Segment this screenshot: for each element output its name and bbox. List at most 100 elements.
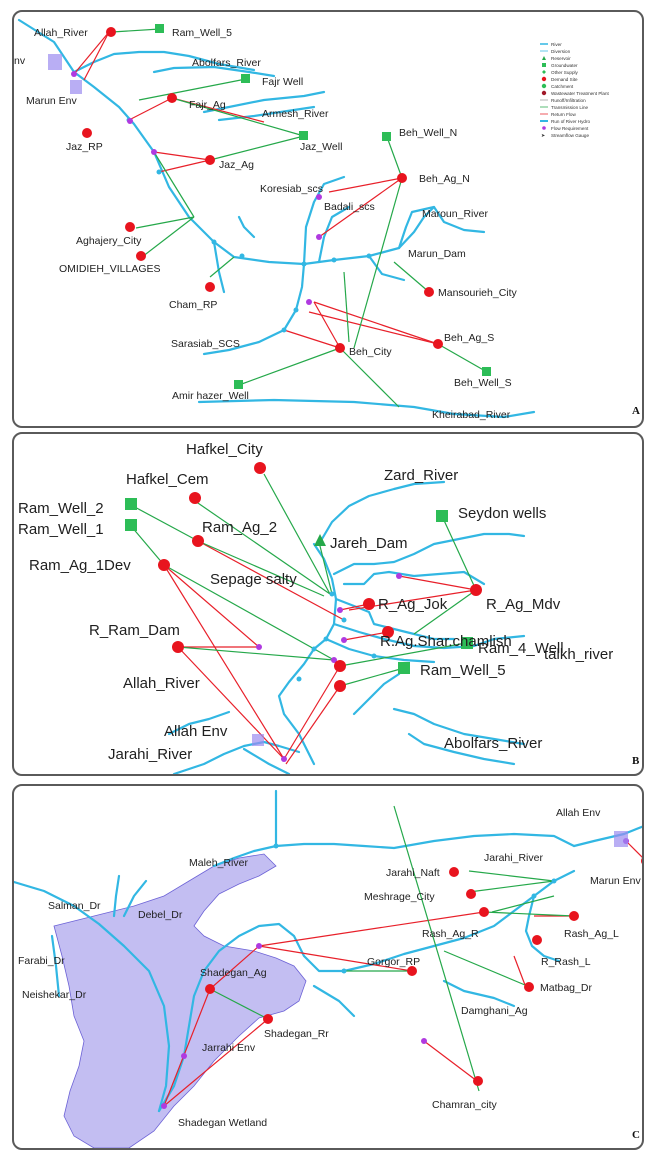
- env-hatch-c: [614, 831, 628, 847]
- lbl-fajr-well: Fajr Well: [262, 76, 303, 88]
- river-c-east: [572, 825, 642, 848]
- lbl-kheirabad: Kheirabad_River: [432, 409, 511, 421]
- ds-ram-ag-1dev: [158, 559, 170, 571]
- ds-allah-river: [106, 27, 116, 37]
- lbl-r-ag-mdv: R_Ag_Mdv: [486, 596, 561, 613]
- gw-amir-hazer: [234, 380, 243, 389]
- lbl-r-ag-shar: R.Ag.Shar.chamlish: [380, 633, 512, 650]
- return-flows-b: [163, 540, 477, 765]
- lbl-ram-well-2: Ram_Well_2: [18, 500, 104, 517]
- ds-shadegan-rr: [263, 1014, 273, 1024]
- ds-mansourieh: [424, 287, 434, 297]
- env-hatch-b: [252, 734, 264, 746]
- lbl-jarahi-naft: Jarahi_Naft: [386, 867, 440, 879]
- gw-seydon: [436, 510, 448, 522]
- flow-req-b: [256, 573, 402, 762]
- lbl-ram-4-well: Ram_4_Well: [478, 640, 564, 657]
- legend-run-of-river: Run of River Hydro: [551, 119, 591, 124]
- panel-a-label: A: [632, 405, 640, 417]
- ds-fajr-ag: [167, 93, 177, 103]
- lbl-r-ram-dam: R_Ram_Dam: [89, 622, 180, 639]
- river-b-diag: [352, 672, 401, 716]
- lbl-env: nv: [14, 55, 26, 67]
- ds-gorgor-rp: [407, 966, 417, 976]
- lbl-shadegan-wetland: Shadegan Wetland: [178, 1117, 267, 1129]
- labels-a: Allah_River Ram_Well_5 Abolfars_River Fa…: [14, 27, 518, 421]
- legend-runoff: Runoff/Infiltration: [551, 98, 586, 103]
- legend-catchment: Catchment: [551, 84, 574, 89]
- lbl-meshrage: Meshrage_City: [364, 891, 435, 903]
- river-c-damghani: [442, 979, 516, 1008]
- gw-ram-well-5-b: [398, 662, 410, 674]
- ds-edge: [641, 858, 642, 864]
- lbl-maroun-river: Maroun_River: [422, 208, 488, 220]
- ds-beh-ag-n: [397, 173, 407, 183]
- lbl-abolfars-river: Abolfars_River: [192, 57, 261, 69]
- lbl-r-ag-jok: R_Ag_Jok: [378, 596, 448, 613]
- ds-beh-ag-s: [433, 339, 443, 349]
- lbl-jaz-rp: Jaz_RP: [66, 141, 103, 153]
- ds-rash-ag-r: [479, 907, 489, 917]
- lbl-gorgor: Gorgor_RP: [367, 956, 420, 968]
- lbl-beh-city: Beh_City: [349, 346, 392, 358]
- ds-jarahi-naft: [449, 867, 459, 877]
- river-c-upper: [212, 832, 576, 868]
- lbl-marun-env-c: Marun Env: [590, 875, 642, 887]
- river-left-branch-2: [237, 215, 256, 239]
- legend-diversion: Diversion: [551, 49, 571, 54]
- ds-b-2: [334, 680, 346, 692]
- lbl-marun-env: Marun Env: [26, 95, 78, 107]
- legend-wwtp: Wastewater Treatment Plant: [551, 91, 610, 96]
- ds-r-ag-shar: [382, 626, 394, 638]
- legend-groundwater: Groundwater: [551, 63, 578, 68]
- ds-r-ag-mdv: [470, 584, 482, 596]
- lbl-hafkel-cem: Hafkel_Cem: [126, 471, 209, 488]
- panel-c: Allah Env Maleh_River Jarahi_Naft Jarahi…: [12, 784, 644, 1150]
- flow-req-a: [71, 71, 322, 305]
- transmission-c: [209, 805, 575, 1092]
- env-hatch-a: [48, 54, 62, 70]
- lbl-damghani: Damghani_Ag: [461, 1005, 528, 1017]
- lbl-allah-river-b: Allah_River: [123, 675, 200, 692]
- ds-hafkel-cem: [189, 492, 201, 504]
- river-armesh-2: [217, 105, 316, 122]
- ds-omidieh: [136, 251, 146, 261]
- legend-reservoir: Reservoir: [551, 56, 571, 61]
- gw-fajr-well: [241, 74, 250, 83]
- env-hatch-a2: [70, 80, 82, 94]
- gw-ram-4-well: [461, 637, 473, 649]
- lbl-ram-ag-2: Ram_Ag_2: [202, 519, 277, 536]
- ds-shadegan-ag: [205, 984, 215, 994]
- lbl-fajr-ag: Fajr_Ag: [189, 99, 226, 111]
- lbl-jareh-dam: Jareh_Dam: [330, 535, 408, 552]
- lbl-shadegan-rr: Shadegan_Rr: [264, 1028, 329, 1040]
- lbl-ram-ag-1dev: Ram_Ag_1Dev: [29, 557, 131, 574]
- lbl-talkh: talkh_river: [544, 646, 613, 663]
- lbl-allah-env-c: Allah Env: [556, 807, 601, 819]
- river-c-farabi: [50, 934, 61, 998]
- ds-beh-city: [335, 343, 345, 353]
- lbl-shadegan-ag: Shadegan_Ag: [200, 967, 267, 979]
- ds-meshrage-city: [466, 889, 476, 899]
- ds-jaz-rp: [82, 128, 92, 138]
- river-b-abolfars2: [407, 732, 516, 766]
- lbl-amir-hazer: Amir hazer_Well: [172, 390, 249, 402]
- gw-ram-well-2: [125, 498, 137, 510]
- legend-demand-site: Demand Site: [551, 77, 578, 82]
- lbl-neishekar: Neishekar_Dr: [22, 989, 87, 1001]
- river-c-debel: [122, 879, 148, 918]
- lbl-allah-river: Allah_River: [34, 27, 88, 39]
- lbl-sarasiab: Sarasiab_SCS: [171, 338, 240, 350]
- lbl-ram-well-5: Ram_Well_5: [172, 27, 232, 39]
- gw-beh-well-s: [482, 367, 491, 376]
- river-b-east: [332, 532, 526, 576]
- lbl-beh-well-n: Beh_Well_N: [399, 127, 457, 139]
- lbl-matbag: Matbag_Dr: [540, 982, 592, 994]
- gw-ram-well-5-a: [155, 24, 164, 33]
- lbl-ram-well-1: Ram_Well_1: [18, 521, 104, 538]
- lbl-mansourieh: Mansourieh_City: [438, 287, 518, 299]
- lbl-cham-rp: Cham_RP: [169, 299, 217, 311]
- ds-hafkel-city: [254, 462, 266, 474]
- lbl-armesh-river: Armesh_River: [262, 108, 329, 120]
- lbl-jarrahi-env: Jarrahi Env: [202, 1042, 256, 1054]
